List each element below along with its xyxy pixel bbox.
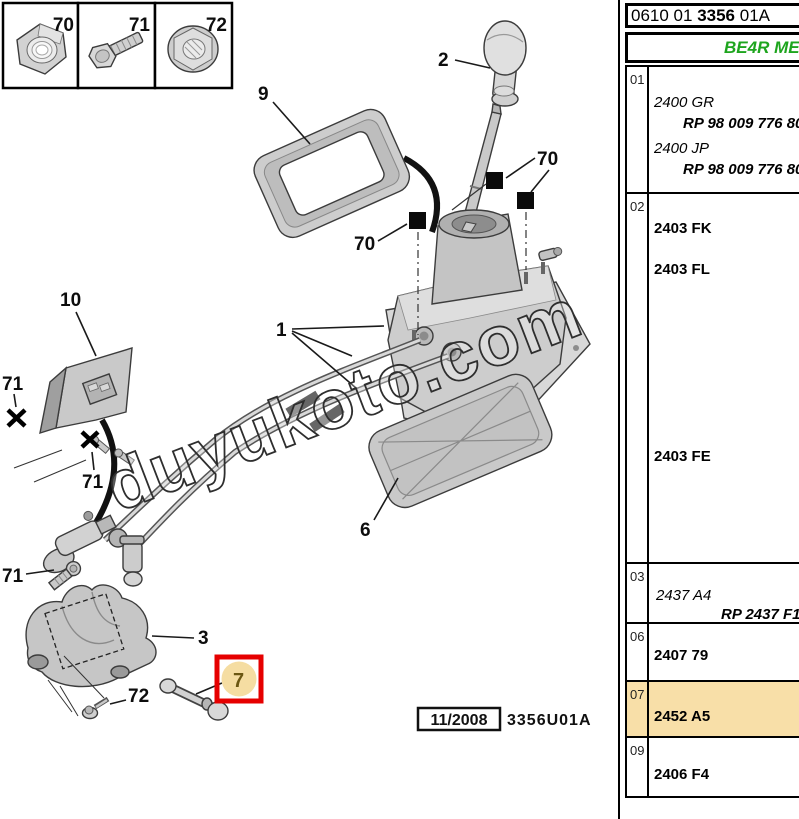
leader-cover (373, 477, 399, 521)
label-bracket: 3 (198, 628, 209, 649)
parts-table-panel: 0610 01 3356 01A BE4R ME 01 2400 GR RP 9… (618, 0, 799, 819)
row-index: 06 (627, 624, 649, 680)
label-cover: 6 (360, 520, 371, 541)
leader-cable-bolt (25, 569, 55, 575)
part-ref[interactable]: 2437 A4 (656, 587, 712, 604)
label-knob: 2 (438, 50, 449, 71)
inset-num-72: 72 (206, 15, 227, 36)
inset-num-70: 70 (53, 15, 74, 36)
marker-squares-70 (409, 172, 534, 335)
curve-arrow-left (91, 418, 118, 528)
sheet-stamp: 11/2008 3356U01A (416, 706, 592, 732)
part-ref[interactable]: 2452 A5 (654, 708, 711, 725)
label-plate: 10 (60, 290, 81, 311)
part-bracket (25, 584, 157, 717)
callout-red-box (214, 654, 264, 704)
table-row[interactable]: 02 2403 FK 2403 FL 2403 FE (625, 192, 799, 564)
callout-tan-circle (221, 661, 257, 697)
inset-num-71: 71 (129, 15, 151, 36)
leader-bracket (151, 635, 195, 639)
part-screw (63, 655, 110, 720)
part-cable-bolt (47, 560, 82, 591)
leader-screw (109, 699, 127, 705)
label-screw: 72 (128, 686, 149, 707)
part-ref[interactable]: 2407 79 (654, 647, 709, 664)
catalog-reference-header: 0610 01 3356 01A (625, 3, 799, 28)
part-ref-rp[interactable]: RP 98 009 776 80 (683, 161, 799, 178)
leader-plate-bolt-left (13, 393, 17, 408)
label-gasket: 9 (258, 84, 269, 105)
bolt-x-mark-left (6, 408, 27, 428)
ref-prefix: 0610 01 (631, 6, 698, 25)
part-ref[interactable]: 2403 FE (654, 448, 711, 465)
stamp-date: 11/2008 (431, 712, 488, 729)
part-ref[interactable]: 2400 JP (654, 140, 710, 157)
label-plate-bolt-left: 71 (2, 374, 24, 395)
leader-plate (75, 311, 97, 357)
row-index: 01 (627, 67, 649, 192)
row-index: 07 (627, 682, 649, 736)
part-ref-rp[interactable]: RP 98 009 776 80 (683, 115, 799, 132)
part-shift-lever (463, 103, 502, 221)
part-gasket-frame (253, 108, 411, 239)
label-rod: 7 (233, 670, 244, 692)
part-gear-knob (483, 20, 527, 107)
leader-knob (454, 59, 491, 69)
part-lever-boot (431, 209, 523, 305)
part-cover (368, 373, 553, 509)
panel-divider (618, 0, 620, 819)
label-marker-side: 70 (354, 234, 375, 255)
selected-part-callout[interactable]: 7 (214, 654, 264, 704)
parts-diagram: 70 71 72 9 (1, 1, 593, 732)
ref-suffix: 01A (735, 6, 770, 25)
table-row[interactable]: 09 2406 F4 (625, 736, 799, 798)
parts-rows: 01 2400 GR RP 98 009 776 80 2400 JP RP 9… (625, 65, 799, 798)
part-link-rod (159, 678, 229, 721)
label-cables: 1 (276, 320, 287, 341)
part-cables (42, 337, 450, 587)
leader-plate-bolt-right (91, 451, 95, 471)
row-index: 02 (627, 194, 649, 562)
part-mount-plate (13, 347, 136, 483)
part-ref[interactable]: 2403 FL (654, 261, 710, 278)
table-row[interactable]: 03 2437 A4 RP 2437 F1 (625, 562, 799, 624)
stamp-code: 3356U01A (507, 712, 592, 729)
part-ref[interactable]: 2400 GR (654, 94, 715, 111)
bolt-x-mark-right (80, 430, 100, 449)
hex-bolt-icon (88, 31, 144, 69)
flange-nut-icon (167, 25, 219, 73)
table-row[interactable]: 06 2407 79 (625, 622, 799, 682)
label-cable-bolt: 71 (2, 566, 24, 587)
part-ref[interactable]: 2406 F4 (654, 766, 710, 783)
leader-marker-top (505, 157, 550, 193)
inset-legend: 70 71 72 (1, 1, 234, 90)
row-index: 03 (627, 564, 649, 622)
label-marker-top: 70 (537, 149, 558, 170)
table-row[interactable]: 01 2400 GR RP 98 009 776 80 2400 JP RP 9… (625, 65, 799, 194)
row-index: 09 (627, 738, 649, 796)
leader-gasket (272, 101, 311, 145)
hex-nut-icon (16, 23, 67, 75)
label-plate-bolt-right: 71 (82, 472, 104, 493)
gearbox-type-header: BE4R ME (625, 32, 799, 63)
curve-arrow-right (402, 155, 441, 234)
part-ref-rp[interactable]: RP 2437 F1 (721, 606, 799, 623)
part-ref[interactable]: 2403 FK (654, 220, 712, 237)
leader-marker-side (377, 223, 408, 242)
ref-number: 3356 (697, 6, 736, 25)
table-row-selected[interactable]: 07 2452 A5 (625, 680, 799, 738)
leader-cables (291, 325, 385, 389)
gearbox-type-label: BE4R ME (724, 38, 799, 57)
